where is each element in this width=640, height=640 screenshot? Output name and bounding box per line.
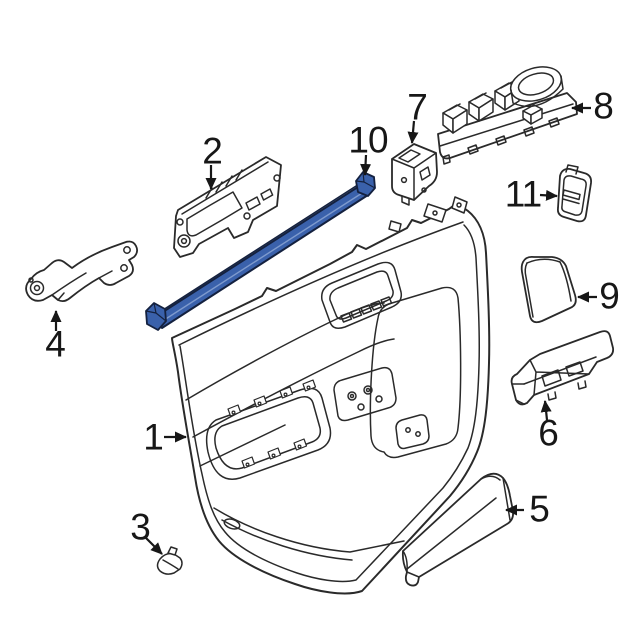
part-master-window-switch <box>437 66 578 165</box>
callout-11-arrow <box>539 189 558 201</box>
callout-label-8: 8 <box>593 85 614 127</box>
callout-7-arrow <box>407 120 419 144</box>
callout-label-4: 4 <box>45 323 66 365</box>
callout-label-3: 3 <box>130 506 151 548</box>
callout-label-6: 6 <box>538 412 559 454</box>
callout-6-arrow <box>540 400 552 421</box>
part-retainer-clip <box>156 546 183 575</box>
callout-3-arrow <box>145 537 163 555</box>
part-single-window-switch <box>391 143 438 206</box>
part-switch-housing-bezel <box>510 330 615 406</box>
callout-label-1: 1 <box>143 416 164 458</box>
callout-label-11: 11 <box>504 173 542 215</box>
part-door-trim-panel <box>171 196 491 595</box>
callout-label-7: 7 <box>407 86 428 128</box>
part-inner-belt-weatherstrip <box>145 171 376 331</box>
callout-label-5: 5 <box>529 488 550 530</box>
callout-label-9: 9 <box>599 275 620 317</box>
callout-label-10: 10 <box>348 119 388 161</box>
callout-10-arrow <box>360 154 372 176</box>
part-lock-switch <box>556 164 593 223</box>
part-upper-mounting-bracket <box>173 156 282 258</box>
part-pull-handle-cover <box>401 472 515 587</box>
callout-label-2: 2 <box>202 130 223 172</box>
callout-arrows <box>50 102 597 555</box>
part-lower-mounting-bracket <box>25 240 139 303</box>
part-corner-trim-cover <box>520 255 577 324</box>
